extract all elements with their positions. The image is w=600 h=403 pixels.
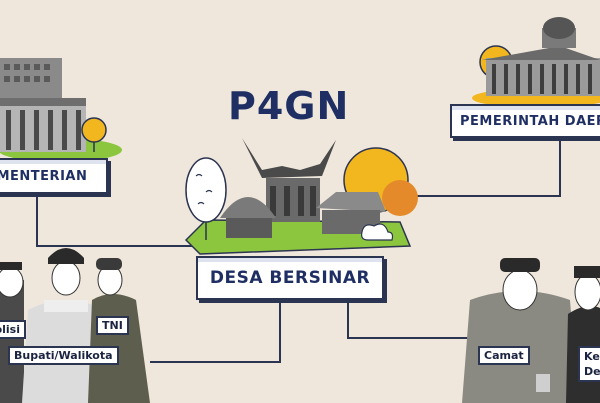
node-kementerian: KEMENTERIAN xyxy=(0,158,108,194)
regional-government-building-illustration xyxy=(472,17,600,108)
line-desa-bupati xyxy=(150,298,281,363)
page-title: P4GN xyxy=(228,84,350,128)
tag-kepala-desa: Kepala Desa xyxy=(578,346,600,382)
tag-tni: TNI xyxy=(96,316,129,335)
node-kementerian-label: KEMENTERIAN xyxy=(0,168,88,184)
node-pemerintah-daerah: PEMERINTAH DAERAH xyxy=(450,104,600,138)
tag-kepala-desa-label: Kepala Desa xyxy=(584,350,600,378)
node-desa-bersinar: DESA BERSINAR xyxy=(196,256,384,300)
tag-polisi-label: Polisi xyxy=(0,323,20,336)
ministry-building-illustration xyxy=(0,58,122,162)
tag-bupati-walikota: Bupati/Walikota xyxy=(8,346,119,365)
tag-bupati-walikota-label: Bupati/Walikota xyxy=(14,349,113,362)
connector-lines xyxy=(36,136,561,363)
node-pemerintah-daerah-label: PEMERINTAH DAERAH xyxy=(460,113,600,129)
tag-polisi: Polisi xyxy=(0,320,26,339)
line-desa-camat xyxy=(347,298,470,339)
tag-tni-label: TNI xyxy=(102,319,123,332)
tag-camat-label: Camat xyxy=(484,349,524,362)
node-desa-bersinar-label: DESA BERSINAR xyxy=(209,268,371,288)
line-pemda-desa xyxy=(408,136,561,197)
line-kementerian-desa xyxy=(36,192,196,247)
tag-camat: Camat xyxy=(478,346,530,365)
village-scene-illustration xyxy=(184,138,418,255)
